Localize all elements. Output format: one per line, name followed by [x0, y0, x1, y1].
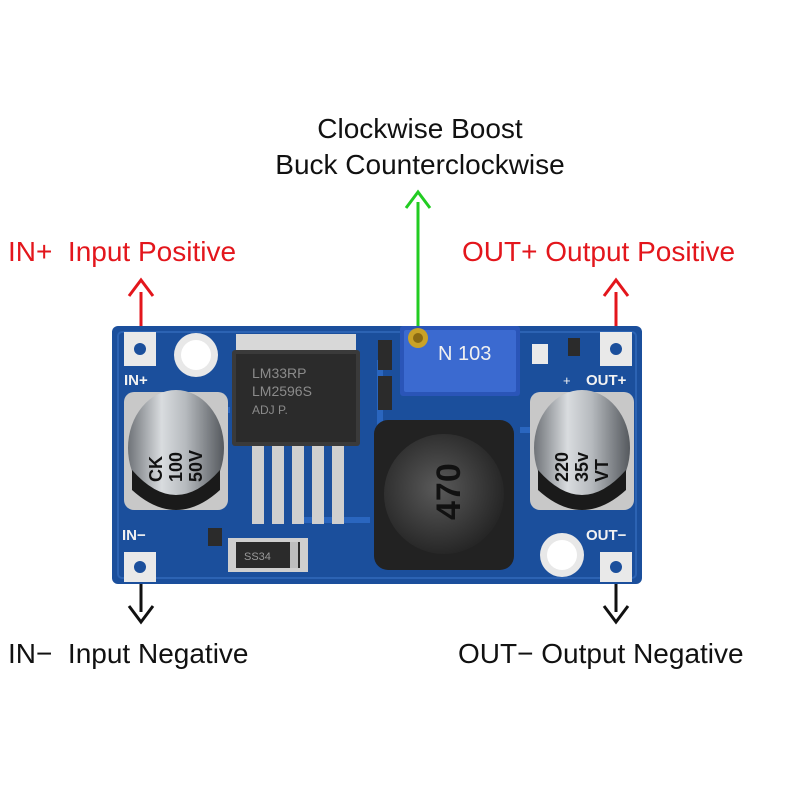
input-cap-line3: 50V	[186, 450, 206, 482]
mounting-hole-bottom	[540, 533, 584, 577]
in-negative-pad	[124, 552, 156, 582]
input-cap-line2: 100	[166, 452, 186, 482]
out-negative-arrow	[602, 580, 630, 625]
in-positive-arrow	[127, 277, 155, 330]
input-cap-line1: CK	[146, 456, 166, 482]
silk-in-plus: IN+	[124, 372, 148, 389]
pot-caption-line1: Clockwise Boost	[317, 113, 523, 144]
in-positive-label: IN+ Input Positive	[8, 236, 236, 268]
silk-out-plus: OUT+	[586, 372, 627, 389]
regulator-ic: LM33RP LM2596S ADJ P.	[232, 334, 360, 524]
out-negative-short: OUT−	[458, 638, 534, 669]
pot-marking: N 103	[438, 343, 491, 365]
out-negative-long: Output Negative	[541, 638, 744, 669]
pot-caption-line2: Buck Counterclockwise	[275, 149, 565, 180]
smd-cap-2	[378, 376, 392, 410]
ic-marking-line1: LM33RP	[252, 365, 306, 381]
in-negative-arrow	[127, 580, 155, 625]
mounting-hole-top	[174, 333, 218, 377]
output-cap-line1: 220	[552, 452, 572, 482]
potentiometer: N 103	[400, 326, 520, 396]
silk-in-minus: IN−	[122, 527, 146, 544]
input-capacitor: CK 100 50V	[124, 390, 228, 510]
inductor-marking: 470	[430, 463, 468, 520]
pot-arrow	[404, 189, 432, 326]
ic-marking-line2: LM2596S	[252, 383, 312, 399]
smd-cap-1	[378, 340, 392, 370]
in-positive-pad	[124, 332, 156, 366]
output-cap-line3: VT	[592, 459, 612, 482]
out-positive-short: OUT+	[462, 236, 538, 267]
ic-marking-line3: ADJ P.	[252, 403, 288, 417]
out-positive-pad	[600, 332, 632, 366]
smd-led	[568, 338, 580, 356]
out-positive-long: Output Positive	[545, 236, 736, 267]
silk-out-minus: OUT−	[586, 527, 627, 544]
in-negative-short: IN−	[8, 638, 53, 669]
diode-marking: SS34	[244, 551, 271, 563]
silk-plus-mark: +	[563, 373, 571, 388]
smd-part-left	[208, 528, 222, 546]
in-positive-short: IN+	[8, 236, 53, 267]
out-negative-pad	[600, 552, 632, 582]
out-negative-label: OUT− Output Negative	[458, 638, 744, 670]
in-negative-long: Input Negative	[67, 638, 249, 669]
in-positive-long: Input Positive	[67, 236, 237, 267]
diode: SS34	[228, 538, 308, 572]
in-negative-label: IN− Input Negative	[8, 638, 249, 670]
inductor: 470	[374, 420, 514, 570]
smd-resistor	[532, 344, 548, 364]
output-capacitor: 220 35v VT	[530, 390, 634, 510]
out-positive-label: OUT+ Output Positive	[462, 236, 735, 268]
out-positive-arrow	[602, 277, 630, 330]
output-cap-line2: 35v	[572, 452, 592, 482]
